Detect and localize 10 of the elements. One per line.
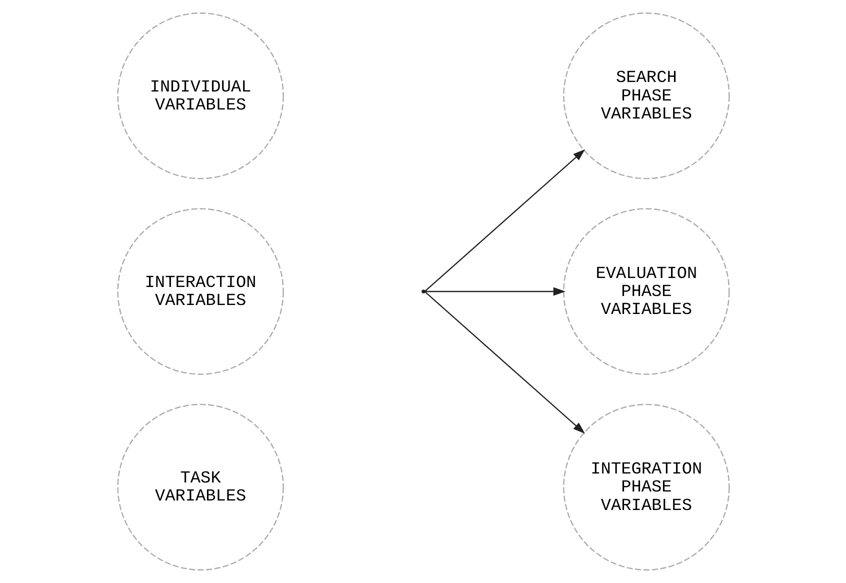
node-circle: INTERACTION VARIABLES [116, 208, 284, 375]
node-circle: INTEGRATION PHASE VARIABLES [562, 404, 730, 570]
node-circle: EVALUATION PHASE VARIABLES [562, 208, 730, 375]
node-circle: TASK VARIABLES [116, 404, 284, 570]
node-circle: SEARCH PHASE VARIABLES [562, 12, 730, 180]
arrow [424, 291, 585, 434]
node-point [421, 290, 425, 294]
node-circle: INDIVIDUAL VARIABLES [116, 12, 284, 180]
arrow [424, 149, 585, 292]
arrow [424, 287, 565, 296]
